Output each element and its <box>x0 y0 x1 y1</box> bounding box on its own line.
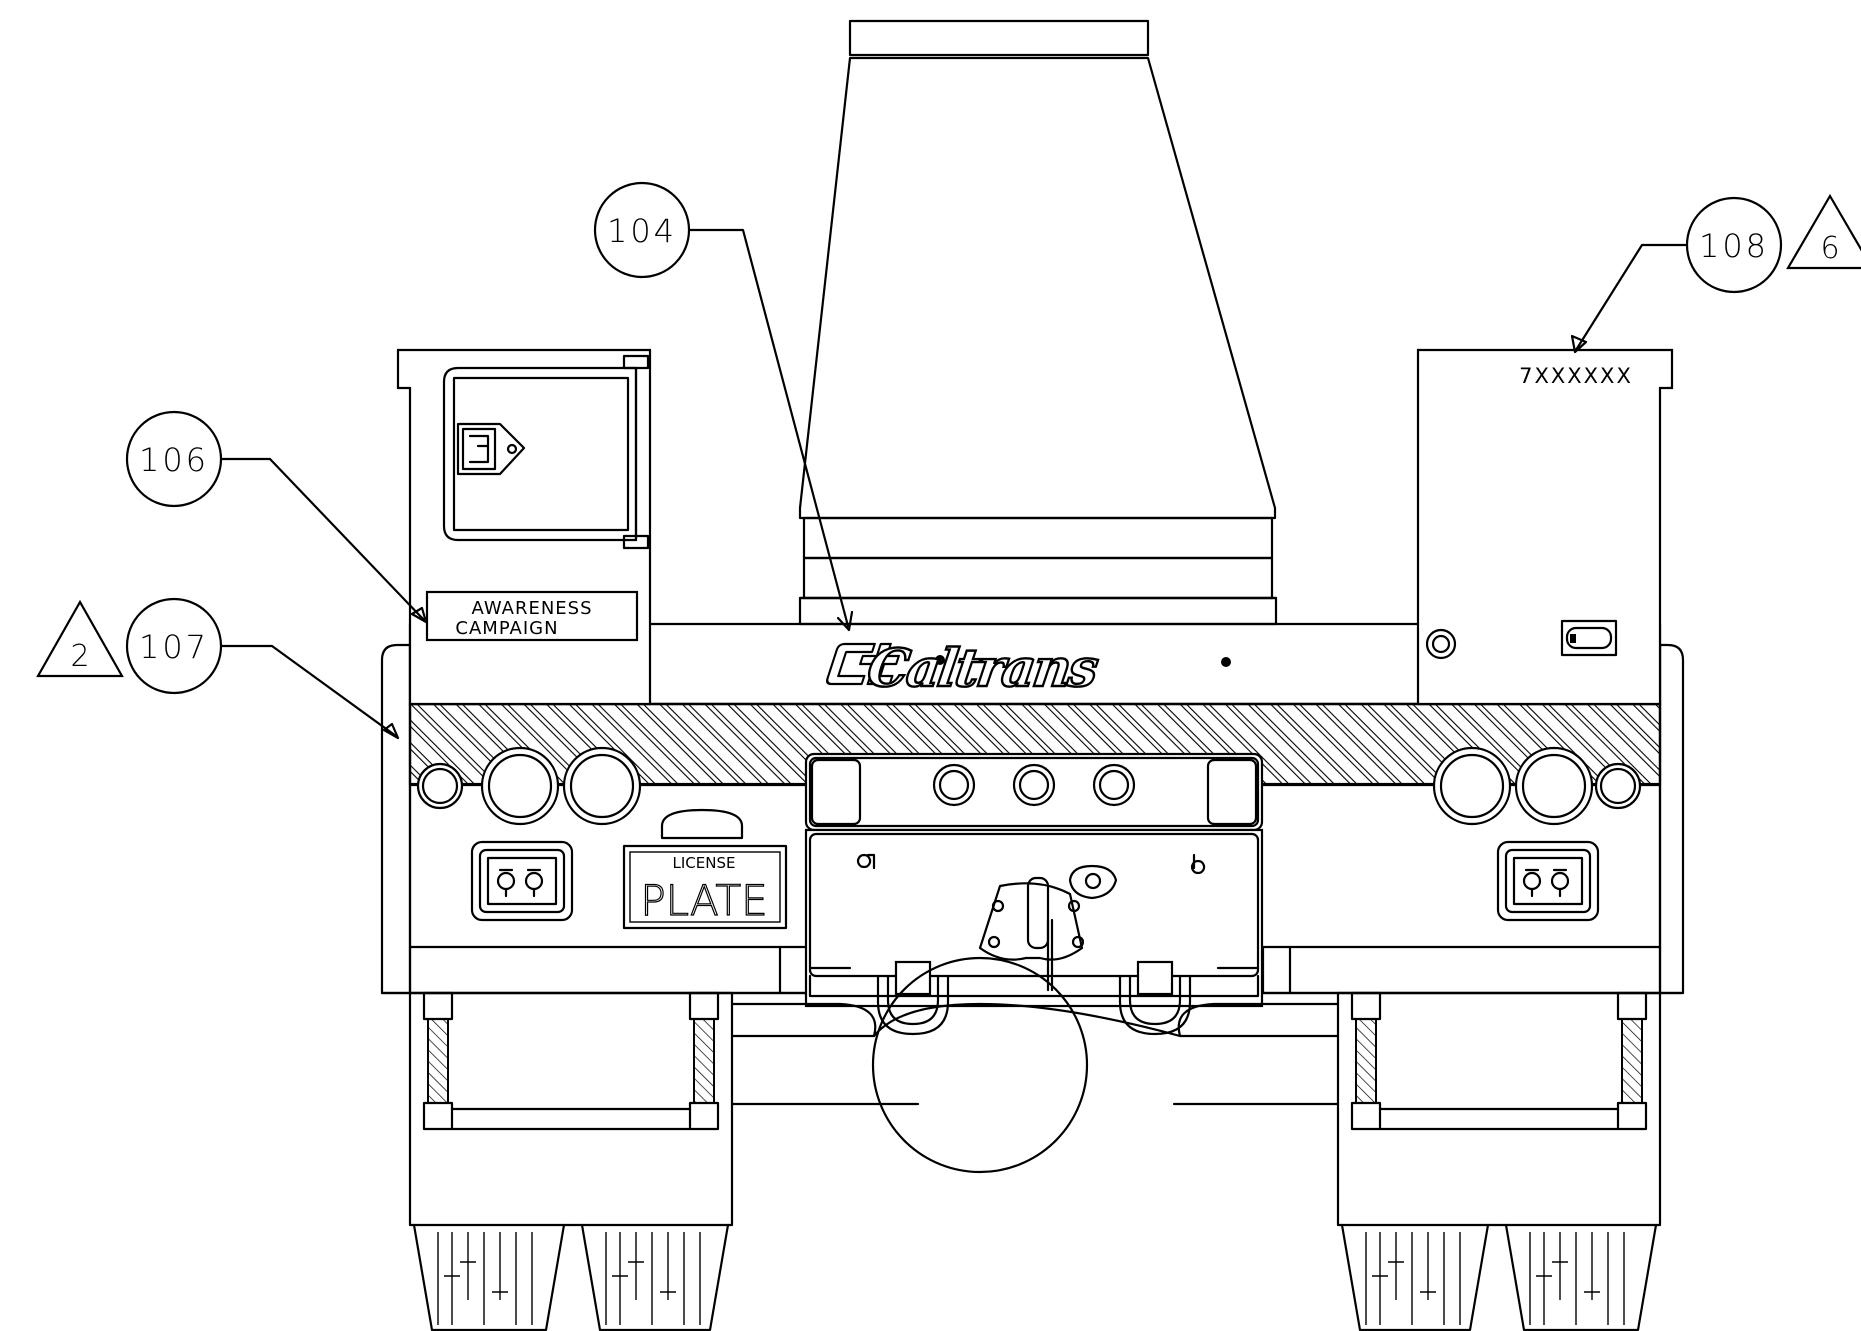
tire-left-inner <box>580 1223 730 1331</box>
tail-light-right-small <box>1594 762 1642 810</box>
callout-106-text: 106 <box>139 441 209 479</box>
revision-triangle-2: 2 <box>36 599 124 678</box>
axle-housing <box>730 956 1340 1174</box>
left-toolbox <box>396 348 652 706</box>
hitch-plate <box>804 828 1264 1036</box>
caltrans-wordmark: Caltrans <box>864 638 1103 699</box>
tail-light-right-2 <box>1514 746 1594 826</box>
tire-right-inner <box>1340 1223 1490 1331</box>
plate-light-icon <box>660 808 744 840</box>
left-spring-left <box>427 1018 449 1104</box>
revision-2-text: 2 <box>70 639 89 674</box>
license-plate: LICENSE PLATE <box>622 844 788 930</box>
tail-light-left-2 <box>562 746 642 826</box>
callout-107: 107 <box>125 597 223 695</box>
callout-104: 104 <box>593 181 691 279</box>
awareness-campaign-sign: AWARENESS CAMPAIGN <box>425 590 639 642</box>
callout-108-text: 108 <box>1699 227 1769 265</box>
d-ring-left-icon <box>876 960 950 1036</box>
leader-lines <box>220 228 1689 740</box>
right-spring-right <box>1621 1018 1643 1104</box>
unit-number-text: 7XXXXXX <box>1519 364 1633 388</box>
side-marker-light-icon <box>1560 619 1618 657</box>
trailer-connector-right-icon <box>1496 840 1600 922</box>
tail-light-left-small <box>416 762 464 810</box>
callout-106: 106 <box>125 410 223 508</box>
tire-left-outer <box>412 1223 566 1331</box>
revision-6-text: 6 <box>1820 231 1839 266</box>
ct-logo-icon <box>826 642 900 686</box>
callout-104-text: 104 <box>607 212 677 250</box>
d-ring-right-icon <box>1118 960 1192 1036</box>
awareness-line-2: CAMPAIGN <box>455 618 558 639</box>
callout-108: 108 <box>1685 196 1783 294</box>
tail-light-right-1 <box>1432 746 1512 826</box>
callout-107-text: 107 <box>139 628 209 666</box>
revision-triangle-6: 6 <box>1786 193 1861 270</box>
tail-light-left-1 <box>480 746 560 826</box>
left-wheel-assembly <box>408 991 734 1331</box>
mixer-drum <box>798 19 1278 626</box>
left-spring-right <box>693 1018 715 1104</box>
awareness-line-1: AWARENESS <box>471 598 592 619</box>
caltrans-logo: Caltrans <box>826 637 1231 700</box>
center-light-2 <box>1012 763 1056 807</box>
right-spring-left <box>1355 1018 1377 1104</box>
center-light-3 <box>1092 763 1136 807</box>
license-plate-top-text: LICENSE <box>673 854 736 872</box>
tire-right-outer <box>1504 1223 1658 1331</box>
right-wheel-assembly <box>1336 991 1662 1331</box>
rear-bumper: LICENSE PLATE <box>416 746 1642 1036</box>
trailer-connector-left-icon <box>470 840 574 922</box>
right-compartment <box>1416 348 1674 706</box>
round-fitting-icon <box>1425 628 1457 660</box>
toolbox-latch-icon <box>456 422 526 476</box>
pintle-hook-icon <box>978 864 1118 992</box>
license-plate-main-text: PLATE <box>640 876 767 925</box>
center-light-1 <box>932 763 976 807</box>
